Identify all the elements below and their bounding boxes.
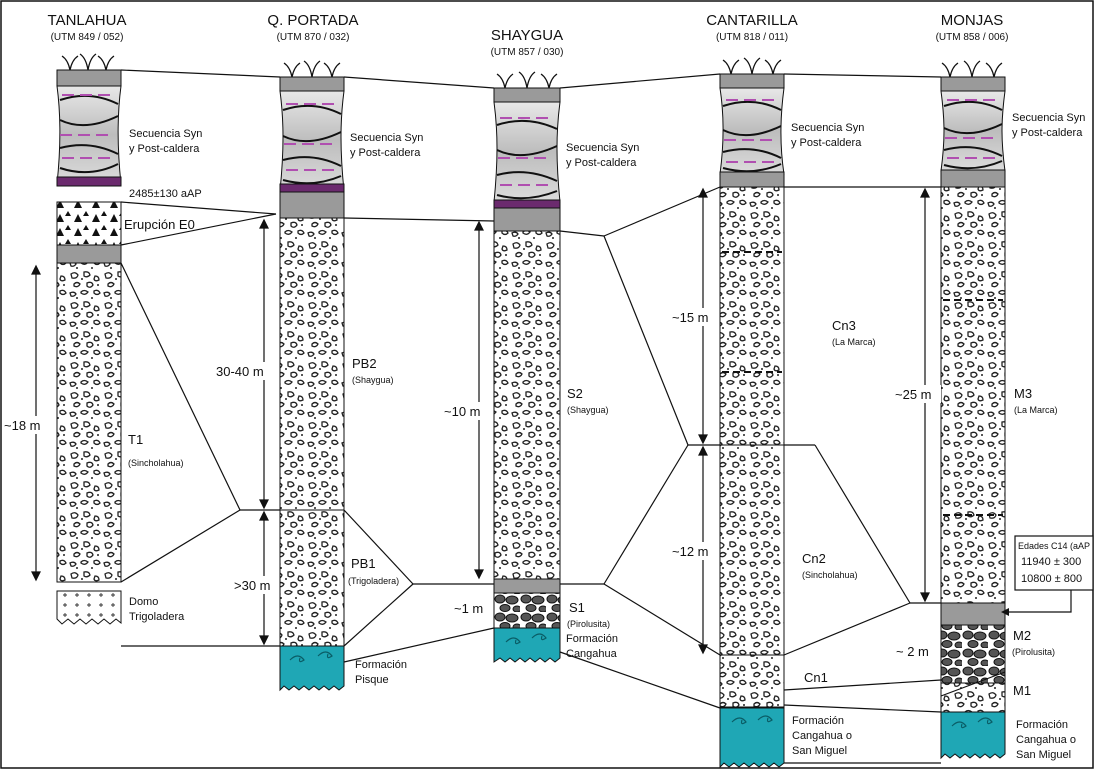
label-secuencia-2: y Post-caldera (1012, 127, 1083, 139)
label-cangahua-o-1: Formación (792, 715, 844, 727)
section-title-portada: Q. PORTADA (UTM 870 / 032) (267, 12, 358, 43)
measure-cantarilla-cn3: ~15 m (672, 310, 709, 325)
section-name: TANLAHUA (48, 12, 127, 29)
label-pb1-sub: (Trigoladera) (348, 576, 399, 586)
measure-shaygua-s1: ~1 m (454, 601, 483, 616)
label-domo-2: Trigoladera (129, 611, 185, 623)
label-cn3-sub: (La Marca) (832, 337, 876, 347)
label-pb2: PB2 (352, 356, 377, 371)
label-m2: M2 (1013, 628, 1031, 643)
section-utm: (UTM 870 / 032) (277, 32, 350, 43)
column-cantarilla (720, 74, 784, 767)
label-t1-sub: (Sincholahua) (128, 458, 184, 468)
section-name: SHAYGUA (491, 27, 563, 44)
label-secuencia-2: y Post-caldera (350, 147, 421, 159)
section-utm: (UTM 818 / 011) (716, 32, 788, 43)
label-secuencia-1: Secuencia Syn (350, 132, 423, 144)
label-secuencia-1: Secuencia Syn (566, 142, 639, 154)
label-s1: S1 (569, 600, 585, 615)
section-utm: (UTM 849 / 052) (51, 32, 124, 43)
label-cangahua-o-2: Cangahua o (792, 730, 852, 742)
column-monjas (941, 77, 1005, 758)
section-name: Q. PORTADA (267, 12, 358, 29)
measure-cantarilla-cn2: ~12 m (672, 544, 709, 559)
c14-ages-box: Edades C14 (aAP 11940 ± 300 10800 ± 800 (1001, 536, 1093, 616)
measure-portada-pb1: >30 m (234, 578, 271, 593)
measure-portada-pb2: 30-40 m (216, 364, 264, 379)
label-cangahua-m-1: Formación (1016, 719, 1068, 731)
label-domo-1: Domo (129, 596, 158, 608)
label-secuencia-1: Secuencia Syn (129, 128, 202, 140)
vegetation-icons (62, 54, 1002, 88)
label-cn1: Cn1 (804, 670, 828, 685)
label-cangahua-2: Cangahua (566, 648, 618, 660)
label-secuencia-1: Secuencia Syn (1012, 112, 1085, 124)
label-pisque-1: Formación (355, 659, 407, 671)
label-s1-sub: (Pirolusita) (567, 619, 610, 629)
column-tanlahua (57, 70, 121, 624)
label-m3: M3 (1014, 386, 1032, 401)
section-name: CANTARILLA (706, 12, 797, 29)
label-cn2: Cn2 (802, 551, 826, 566)
measure-shaygua-s2: ~10 m (444, 404, 481, 419)
label-cn3: Cn3 (832, 318, 856, 333)
column-portada (280, 77, 344, 690)
label-s2: S2 (567, 386, 583, 401)
c14-age-2: 10800 ± 800 (1021, 573, 1082, 585)
label-pb1: PB1 (351, 556, 376, 571)
label-erupcion: Erupción E0 (124, 217, 195, 232)
label-pb2-sub: (Shaygua) (352, 375, 394, 385)
label-secuencia-2: y Post-caldera (566, 157, 637, 169)
section-title-shaygua: SHAYGUA (UTM 857 / 030) (491, 27, 564, 58)
label-cangahua-m-2: Cangahua o (1016, 734, 1076, 746)
label-pisque-2: Pisque (355, 674, 389, 686)
measure-monjas-m2: ~ 2 m (896, 644, 929, 659)
section-name: MONJAS (941, 12, 1004, 29)
measure-monjas-m3: ~25 m (895, 387, 932, 402)
section-title-cantarilla: CANTARILLA (UTM 818 / 011) (706, 12, 797, 43)
section-utm: (UTM 858 / 006) (936, 32, 1009, 43)
label-t1: T1 (128, 432, 143, 447)
label-m3-sub: (La Marca) (1014, 405, 1058, 415)
label-cangahua-m-3: San Miguel (1016, 749, 1071, 761)
label-date: 2485±130 aAP (129, 188, 202, 200)
label-cangahua-1: Formación (566, 633, 618, 645)
label-s2-sub: (Shaygua) (567, 405, 609, 415)
label-m1: M1 (1013, 683, 1031, 698)
label-cangahua-o-3: San Miguel (792, 745, 847, 757)
c14-title: Edades C14 (aAP (1018, 541, 1090, 551)
label-cn2-sub: (Sincholahua) (802, 570, 858, 580)
section-title-monjas: MONJAS (UTM 858 / 006) (936, 12, 1009, 43)
label-m2-sub: (Pirolusita) (1012, 647, 1055, 657)
c14-age-1: 11940 ± 300 (1021, 556, 1081, 568)
column-shaygua (494, 88, 560, 662)
measure-tanlahua-t1: ~18 m (4, 418, 41, 433)
section-utm: (UTM 857 / 030) (491, 47, 564, 58)
section-title-tanlahua: TANLAHUA (UTM 849 / 052) (48, 12, 127, 43)
label-secuencia-2: y Post-caldera (791, 137, 862, 149)
label-secuencia-2: y Post-caldera (129, 143, 200, 155)
label-secuencia-1: Secuencia Syn (791, 122, 864, 134)
